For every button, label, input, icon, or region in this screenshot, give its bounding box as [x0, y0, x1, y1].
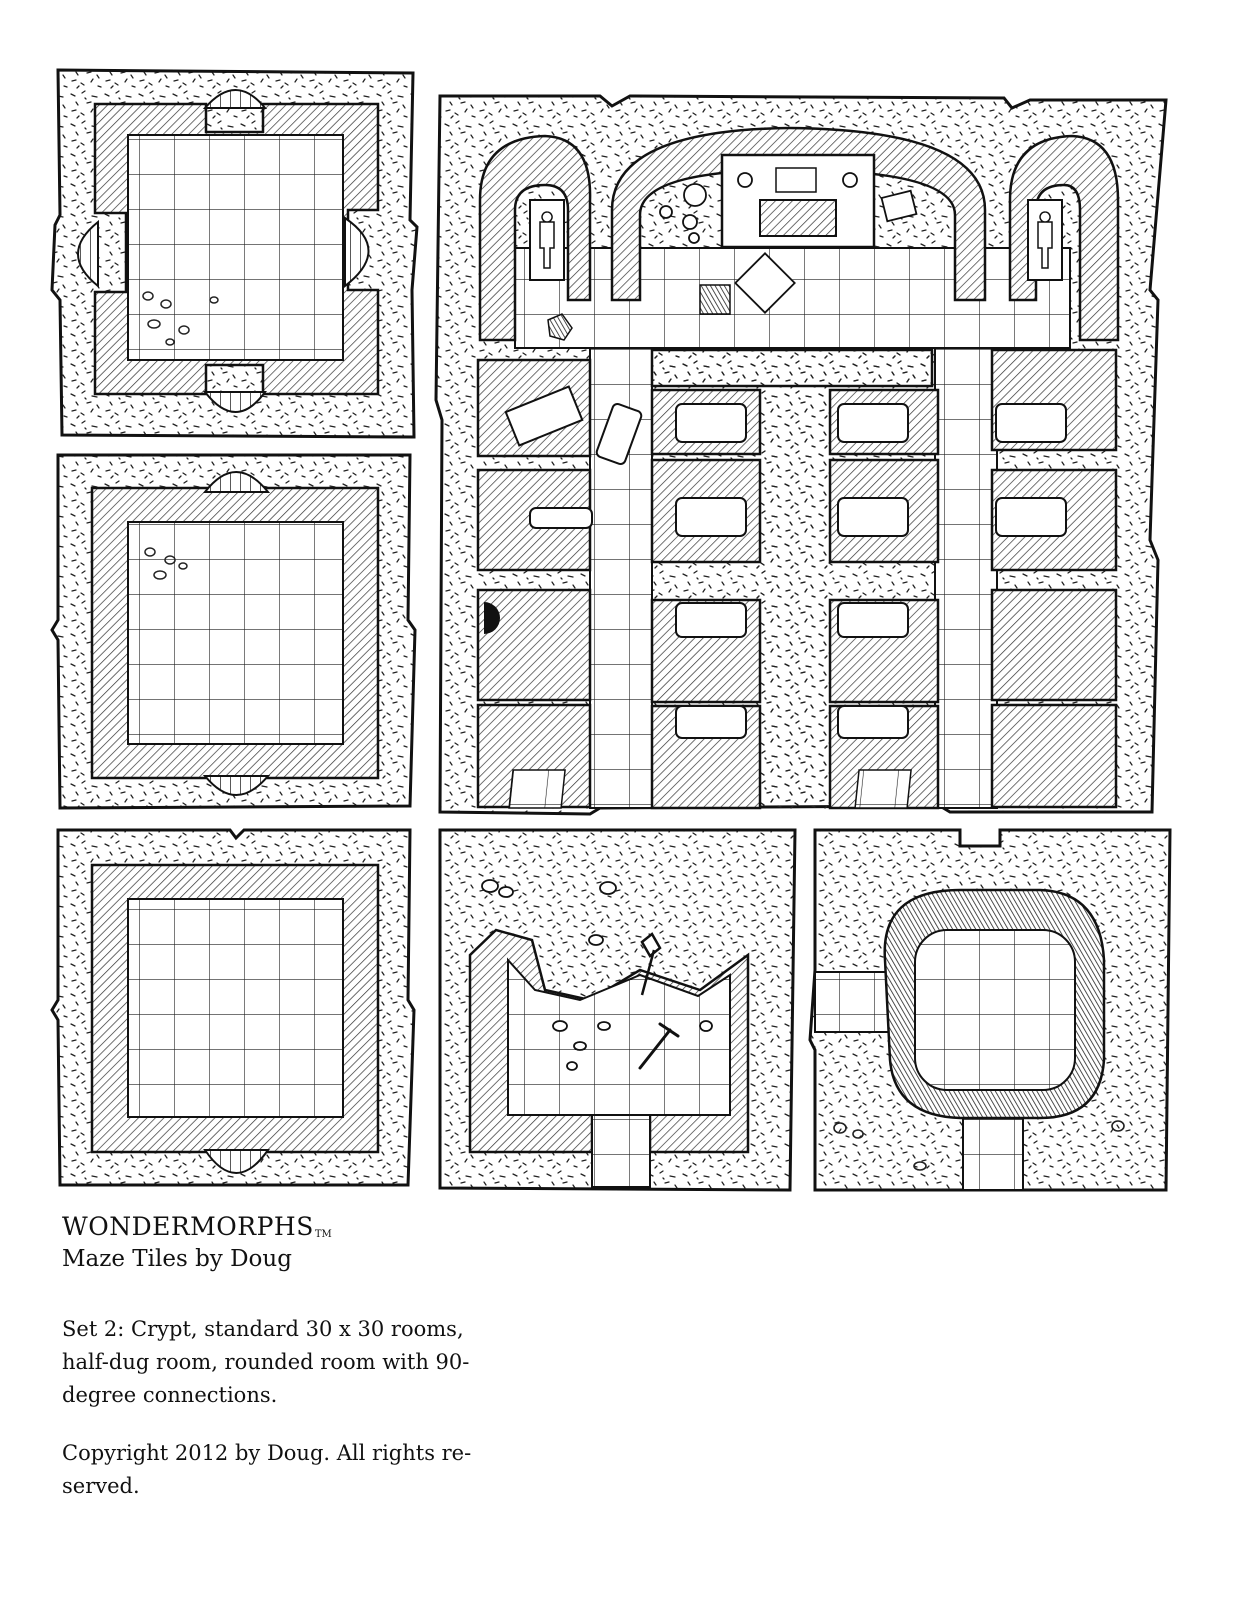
tile-standard-room-two-doors — [50, 453, 417, 810]
copyright-notice: Copyright 2012 by Doug. All rights re- s… — [62, 1437, 532, 1503]
maze-tile-sheet — [50, 68, 1172, 1192]
copyright-line-2: served. — [62, 1474, 140, 1498]
tile-half-dug-room — [438, 828, 797, 1192]
trademark-mark: TM — [314, 1229, 332, 1240]
description-line-3: degree connections. — [62, 1383, 278, 1407]
brand-name: WONDERMORPHS — [62, 1212, 314, 1241]
description-line-1: Set 2: Crypt, standard 30 x 30 rooms, — [62, 1317, 464, 1341]
set-description: Set 2: Crypt, standard 30 x 30 rooms, ha… — [62, 1313, 532, 1412]
tile-rounded-room — [808, 828, 1172, 1192]
subtitle: Maze Tiles by Doug — [62, 1246, 292, 1272]
description-line-2: half-dug room, rounded room with 90- — [62, 1350, 470, 1374]
brand-title: WONDERMORPHSTM — [62, 1212, 332, 1241]
copyright-line-1: Copyright 2012 by Doug. All rights re- — [62, 1441, 472, 1465]
tile-crypt — [434, 94, 1168, 816]
tile-standard-room-one-door — [50, 828, 416, 1187]
tile-cross-room — [50, 68, 419, 439]
